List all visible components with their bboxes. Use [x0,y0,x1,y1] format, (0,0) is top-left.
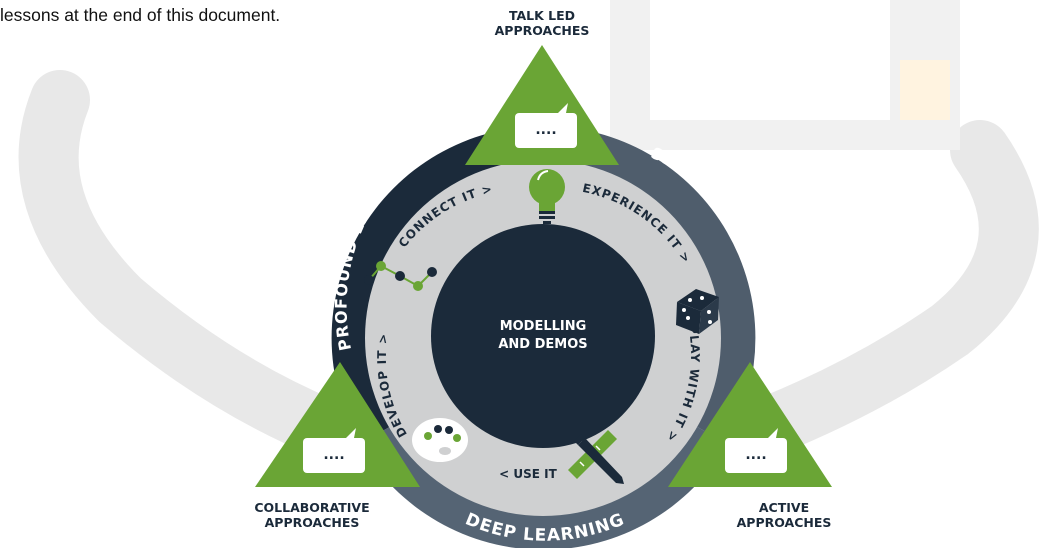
lightbulb-icon [529,169,565,224]
active-approaches-label: ACTIVE APPROACHES [736,500,832,530]
triangle-top [465,45,619,165]
center-label-line2: AND DEMOS [498,337,587,352]
speech-bubble-dots: .... [535,122,556,138]
dice-icon [676,289,719,334]
palette-icon [412,418,468,462]
use-it-label: < USE IT [499,467,557,481]
network-icon [364,261,437,291]
speech-bubble-icon: .... [303,428,365,473]
speech-bubble-dots: .... [745,447,766,463]
speech-bubble-dots: .... [323,447,344,463]
center-label-line1: MODELLING [500,319,587,334]
talk-led-approaches-label: TALK LED APPROACHES [494,8,590,38]
speech-bubble-icon: .... [725,428,787,473]
speech-bubble-icon: .... [515,103,577,148]
collaborative-approaches-label: COLLABORATIVE APPROACHES [254,500,370,530]
center-circle [431,224,655,448]
pencil-ruler-icon [568,430,624,484]
intro-text: lessons at the end of this document. [0,5,281,25]
triangle-right [668,362,832,487]
triangle-left [255,362,420,487]
